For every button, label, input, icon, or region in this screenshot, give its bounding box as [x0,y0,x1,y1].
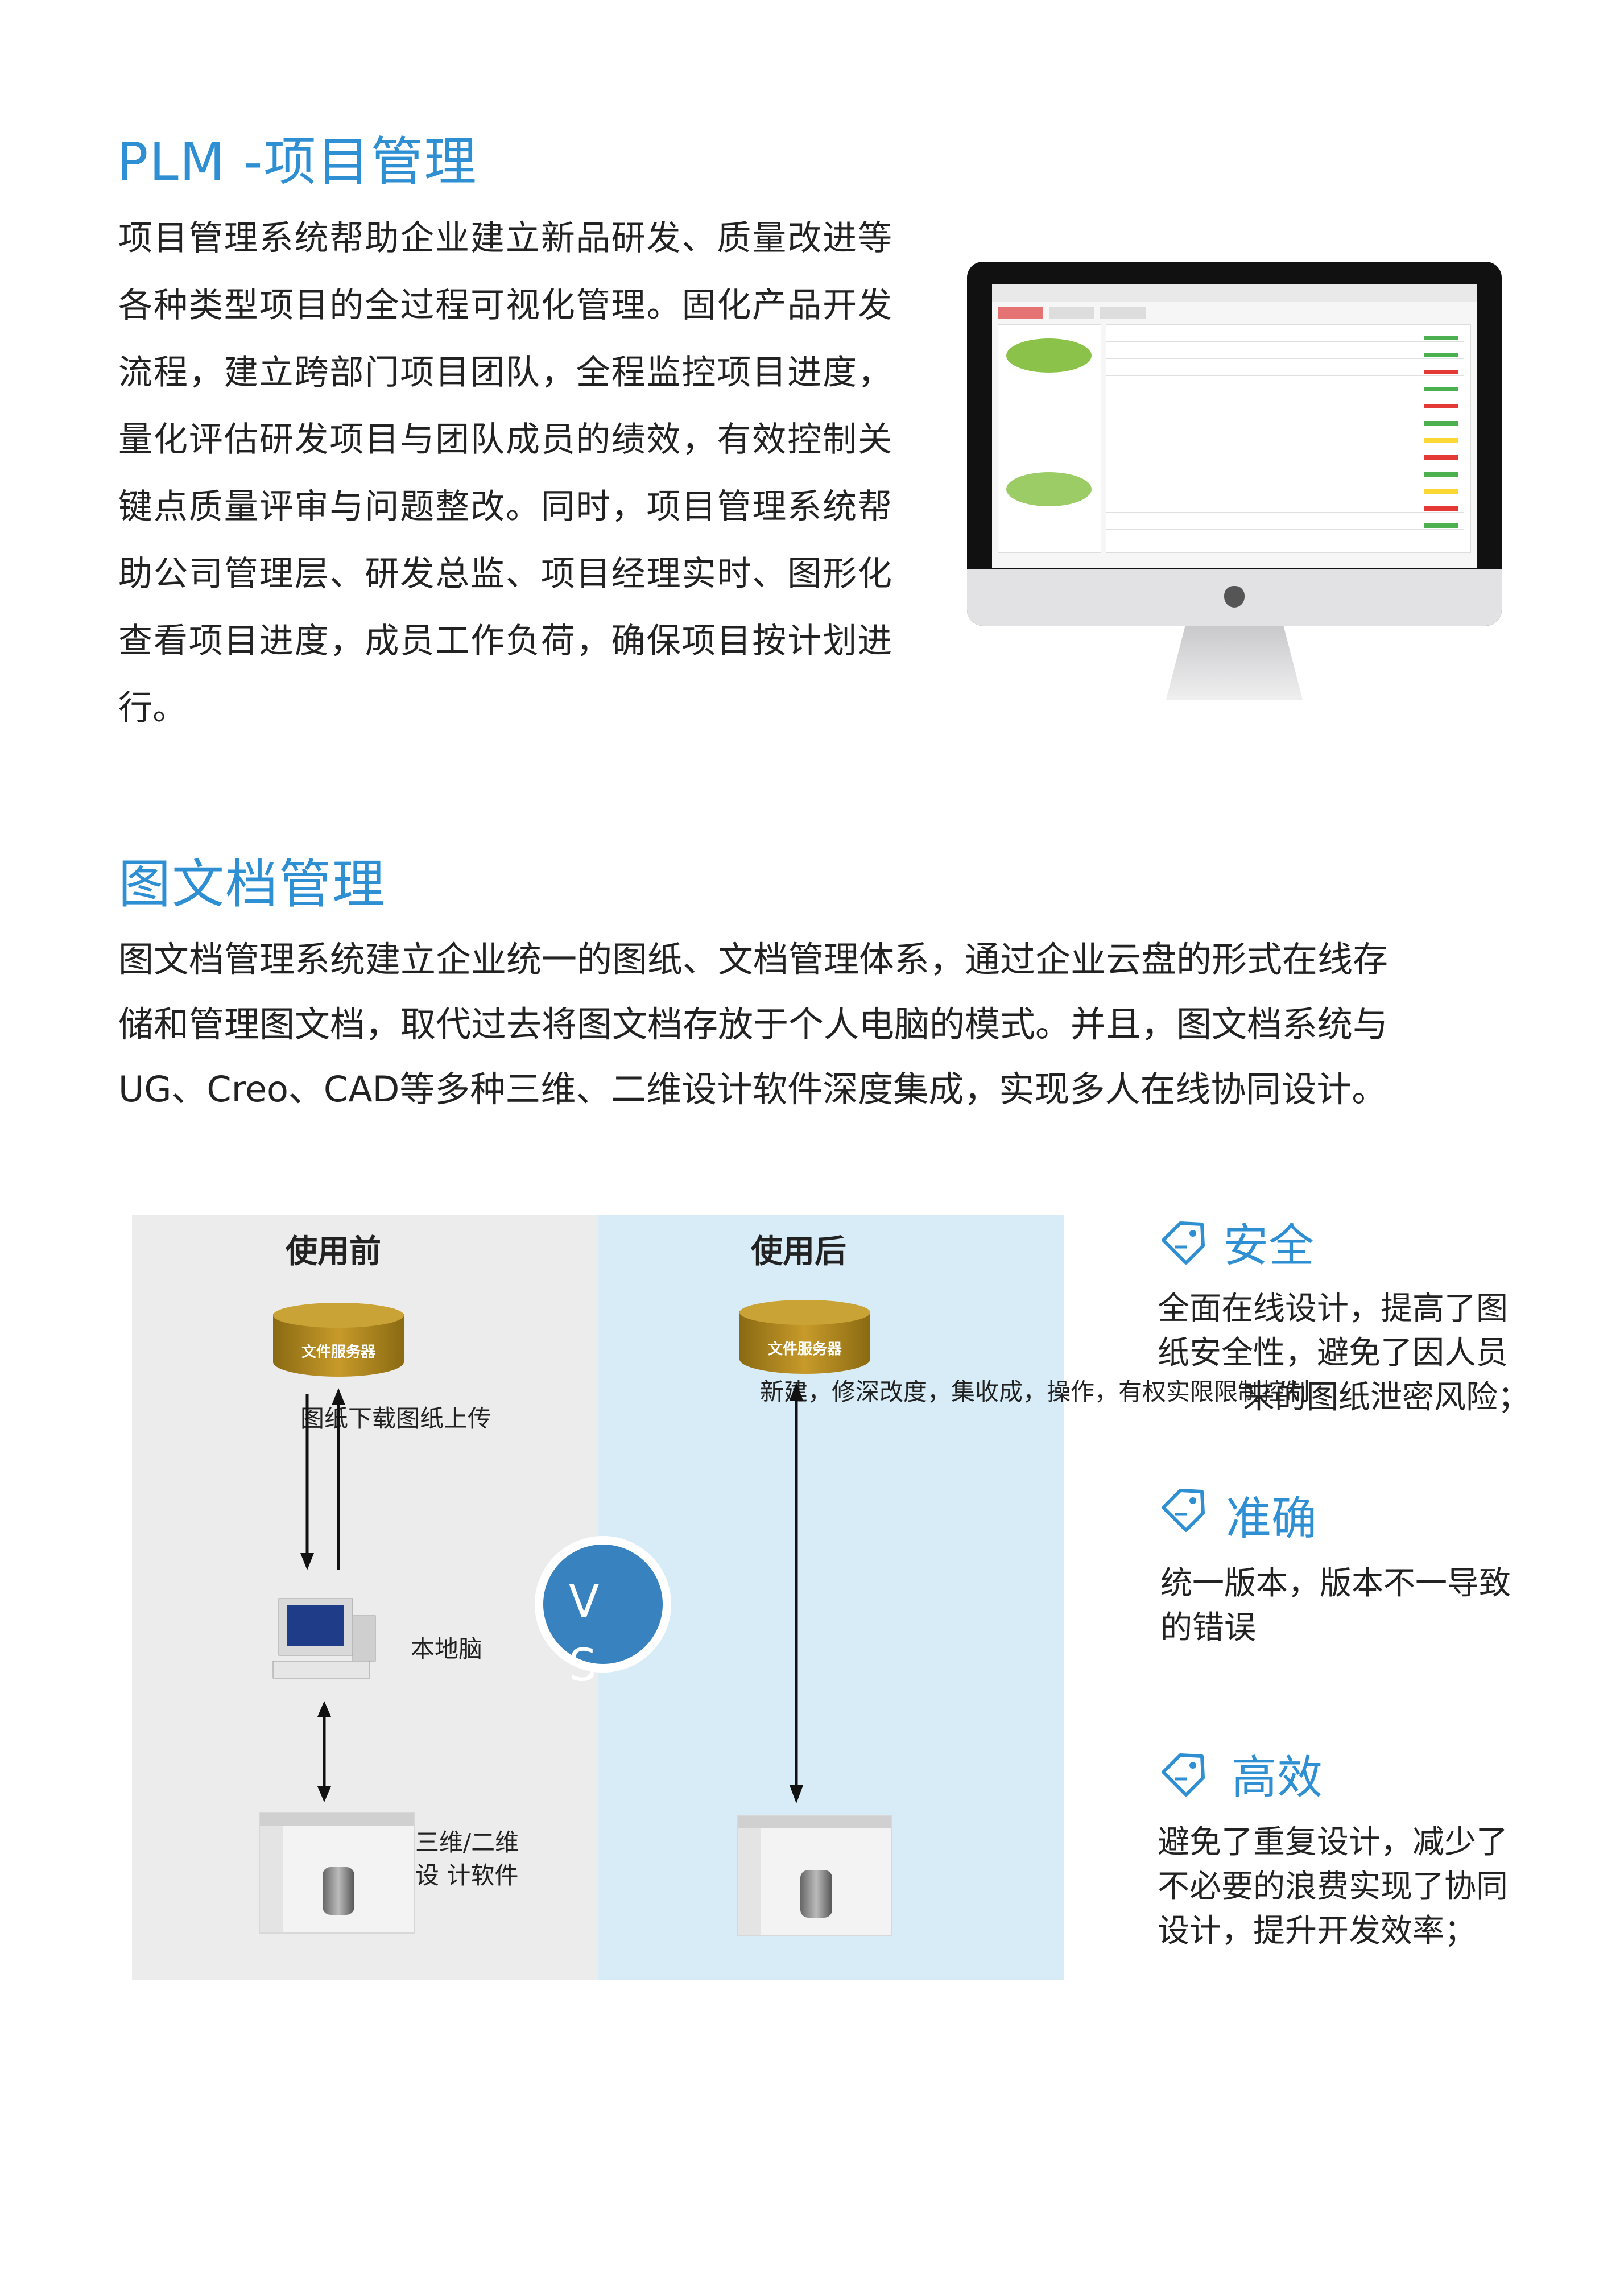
plm-description: 项目管理系统帮助企业建立新品研发、质量改进等各种类型项目的全过程可视化管理。固化… [118,218,892,728]
apple-logo-icon [1224,586,1245,608]
monitor-illustration [967,262,1502,705]
feature-title-security: 安全 [1223,1219,1314,1272]
vs-text: VS [569,1576,600,1691]
tag-icon [1162,1753,1205,1797]
feature-title-efficiency: 高效 [1232,1751,1323,1804]
tag-icon [1162,1489,1205,1532]
file-server-before: 文件服务器 [273,1303,404,1382]
file-server-after: 文件服务器 [739,1300,870,1380]
file-server-label: 文件服务器 [767,1341,842,1358]
plm-heading: PLM -项目管理 [117,131,478,192]
feature-text-accuracy: 统一版本，版本不一导致的错误 [1160,1565,1511,1646]
after-title: 使用后 [751,1233,846,1270]
feature-title-accuracy: 准确 [1226,1492,1317,1545]
monitor-screen [992,284,1477,568]
feature-text-security: 全面在线设计，提高了图纸安全性，避免了因人员 [1158,1290,1508,1372]
doc-description-line: 图文档管理系统建立企业统一的图纸、文档管理体系，通过企业云盘的形式在线存 [118,939,1389,980]
monitor-stand [1166,626,1303,700]
file-server-label: 文件服务器 [301,1344,375,1361]
feature-text-efficiency: 避免了重复设计，减少了不必要的浪费实现了协同设计，提升开发效率； [1158,1824,1508,1950]
vs-badge [543,1545,663,1664]
local-pc-label: 本地脑 [411,1635,483,1663]
doc-description-line: UG、Creo、CAD等多种三维、二维设计软件深度集成，实现多人在线协同设计。 [118,1068,1387,1110]
feature-text-security-tail-prefix: 来 [1243,1379,1275,1416]
after-functions-label: 新建，修深改度，集收成，操作，有权实限限制控制 [760,1378,1310,1406]
cad-label-line1: 三维/二维 [415,1828,519,1856]
cad-label-line2: 设 计软件 [415,1861,519,1889]
cad-software-thumbnail-before [259,1812,415,1934]
before-arrows [300,1388,345,1570]
cad-label: 三维/二维 设 计软件 [415,1826,519,1892]
feature-text-security-tail-text: 的图纸泄密风险； [1275,1379,1530,1416]
doc-description-line: 储和管理图文档，取代过去将图文档存放于个人电脑的模式。并且，图文档系统与 [118,1004,1389,1045]
doc-description: 图文档管理系统建立企业统一的图纸、文档管理体系，通过企业云盘的形式在线存 储和管… [118,927,1518,1122]
before-title: 使用前 [286,1233,381,1270]
before-lower-arrow [317,1701,331,1802]
feature-text-security-tail: 来的图纸泄密风险； [1243,1376,1561,1420]
desktop-computer-icon [272,1598,376,1679]
after-arrow [790,1382,803,1803]
cad-software-thumbnail-after [737,1815,892,1936]
tag-icon [1162,1221,1205,1265]
doc-heading: 图文档管理 [118,854,386,915]
download-upload-label: 图纸下载图纸上传 [300,1405,492,1432]
